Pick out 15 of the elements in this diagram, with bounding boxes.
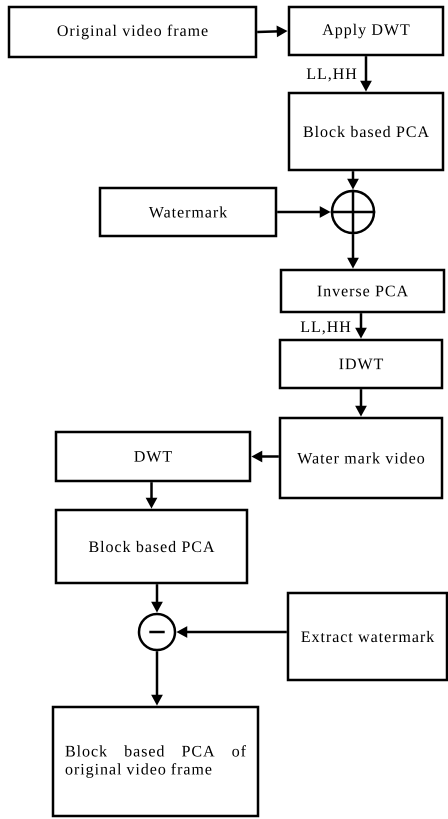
edge-label: LL,HH — [300, 322, 350, 334]
edge-label: LL,HH — [306, 68, 356, 82]
output-box: Block based PCA of original video frame — [52, 706, 260, 818]
process-box: Inverse PCA — [280, 268, 446, 314]
process-box: Block based PCA — [54, 508, 248, 584]
process-box: Block based PCA — [288, 92, 444, 172]
input-box: Watermark — [98, 186, 278, 238]
input-box: Extract watermark — [286, 592, 448, 682]
process-box: IDWT — [278, 338, 444, 390]
adder-circle — [330, 190, 376, 234]
subtractor-circle — [138, 612, 176, 652]
process-box: Original video frame — [8, 6, 258, 58]
process-box: Apply DWT — [288, 6, 444, 56]
process-box: DWT — [54, 430, 252, 482]
process-box: Water mark video — [278, 416, 444, 500]
